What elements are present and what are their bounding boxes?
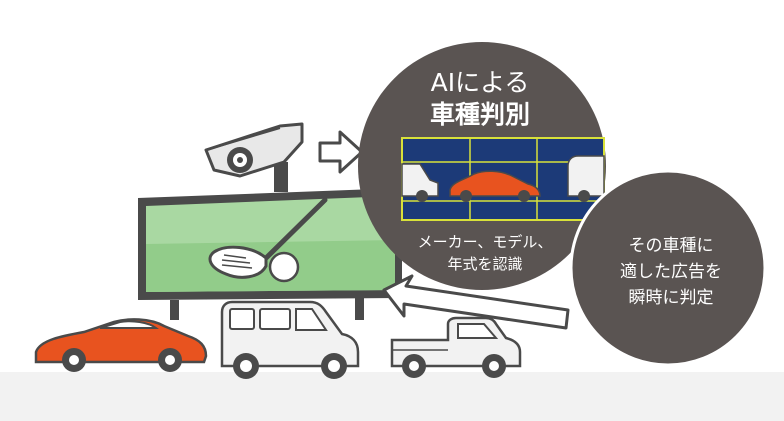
wheel [578, 190, 590, 202]
detected-car-right [567, 155, 605, 197]
suv-body [220, 300, 360, 368]
suv [220, 300, 360, 379]
sports-car [34, 318, 208, 372]
billboard-leg-left [170, 300, 179, 320]
detected-car-left [401, 163, 439, 197]
ad-bubble-line3: 瞬時に判定 [628, 288, 714, 308]
wheel [518, 190, 530, 202]
ai-bubble-title-line1: AIによる [430, 68, 530, 97]
camera-pole [274, 162, 288, 192]
camera-lens-center [237, 157, 243, 163]
camera-icon [204, 122, 304, 192]
club-groove [221, 259, 251, 264]
club-groove [221, 264, 253, 269]
pickup-truck [390, 316, 522, 378]
suv-window [259, 308, 291, 330]
suv-window [229, 308, 255, 330]
ad-bubble [569, 169, 767, 367]
wheel-hub [165, 355, 175, 365]
ai-bubble-caption-line2: 年式を認識 [447, 255, 523, 273]
sports-car-window [99, 320, 160, 329]
wheel-hub [489, 361, 499, 371]
club-groove [223, 254, 247, 259]
billboard [138, 188, 402, 320]
truck-window [457, 323, 499, 339]
camera-edge [205, 127, 281, 151]
arrow-up-left-icon [382, 274, 570, 330]
wheel-hub [328, 360, 340, 372]
golf-ball-icon [268, 251, 300, 283]
ground [0, 372, 784, 421]
golf-shaft [259, 197, 328, 265]
wheel [460, 190, 472, 202]
billboard-leg-right [355, 296, 364, 320]
suv-window [295, 308, 328, 331]
wheel-hub [409, 361, 419, 371]
wheel-hub [240, 360, 252, 372]
detected-car-center [449, 170, 541, 197]
ad-bubble-line2: 適した広告を [620, 262, 722, 282]
ai-bubble-caption-line1: メーカー、モデル、 [417, 233, 553, 251]
ad-bubble-line1: その車種に [628, 236, 714, 256]
detection-screen [401, 137, 605, 221]
wheel [416, 190, 428, 202]
ai-bubble-title-line2: 車種判別 [429, 100, 530, 129]
wheel-hub [69, 355, 79, 365]
arrow-right-icon [318, 130, 364, 174]
